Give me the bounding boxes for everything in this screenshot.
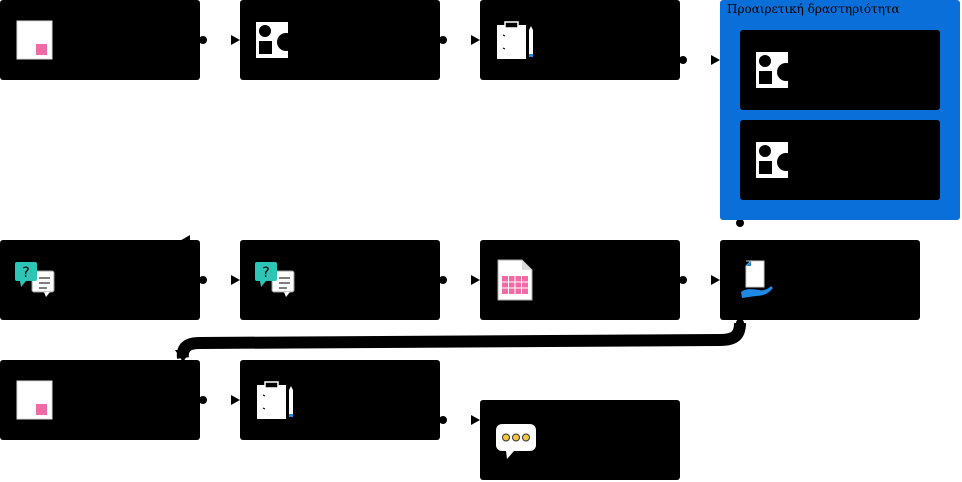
speech-bubble-icon — [496, 424, 536, 459]
group-title: Προαιρετική δραστηριότητα — [727, 2, 900, 16]
edge-return-path — [176, 322, 746, 359]
edge-start-dot — [679, 276, 687, 284]
edge-arrowhead — [471, 275, 480, 285]
edge-start-dot — [199, 276, 207, 284]
page-icon — [16, 20, 53, 60]
edge-start-dot — [736, 219, 744, 227]
activity-node-9[interactable] — [720, 240, 920, 320]
optional-node-2[interactable] — [740, 120, 940, 200]
svg-text:?: ? — [22, 265, 29, 281]
optional-node-1[interactable] — [740, 30, 940, 110]
shapes-icon — [256, 22, 295, 58]
document-hand-icon — [741, 260, 773, 298]
activity-node-10[interactable] — [0, 360, 200, 440]
edge-arrowhead — [471, 35, 480, 45]
edge-start-dot — [199, 36, 207, 44]
edge-start-dot — [679, 56, 687, 64]
spreadsheet-icon — [497, 259, 533, 301]
edge-start-dot — [439, 36, 447, 44]
svg-text:?: ? — [262, 265, 269, 281]
edge-arrowhead — [231, 395, 240, 405]
page-icon — [16, 380, 53, 420]
activity-node-3[interactable] — [480, 0, 680, 80]
edge-start-dot — [439, 416, 447, 424]
shapes-icon — [756, 142, 795, 178]
edge-arrowhead — [711, 275, 720, 285]
activity-node-2[interactable] — [240, 0, 440, 80]
question-chat-icon: ? — [255, 262, 295, 297]
activity-node-12[interactable] — [480, 400, 680, 480]
activity-node-8[interactable] — [480, 240, 680, 320]
edge-start-dot — [199, 396, 207, 404]
edge-arrowhead — [471, 415, 480, 425]
activity-node-6[interactable]: ? — [0, 240, 200, 320]
edge-arrowhead — [231, 275, 240, 285]
edge-arrowhead — [231, 35, 240, 45]
edge-arrowhead — [711, 55, 720, 65]
edge-start-dot — [439, 276, 447, 284]
edge-arrowhead — [175, 350, 191, 362]
clipboard-icon — [257, 381, 293, 419]
shapes-icon — [756, 52, 795, 88]
activity-node-1[interactable] — [0, 0, 200, 80]
activity-node-7[interactable]: ? — [240, 240, 440, 320]
activity-node-11[interactable] — [240, 360, 440, 440]
question-chat-icon: ? — [15, 262, 55, 297]
clipboard-icon — [497, 21, 533, 59]
